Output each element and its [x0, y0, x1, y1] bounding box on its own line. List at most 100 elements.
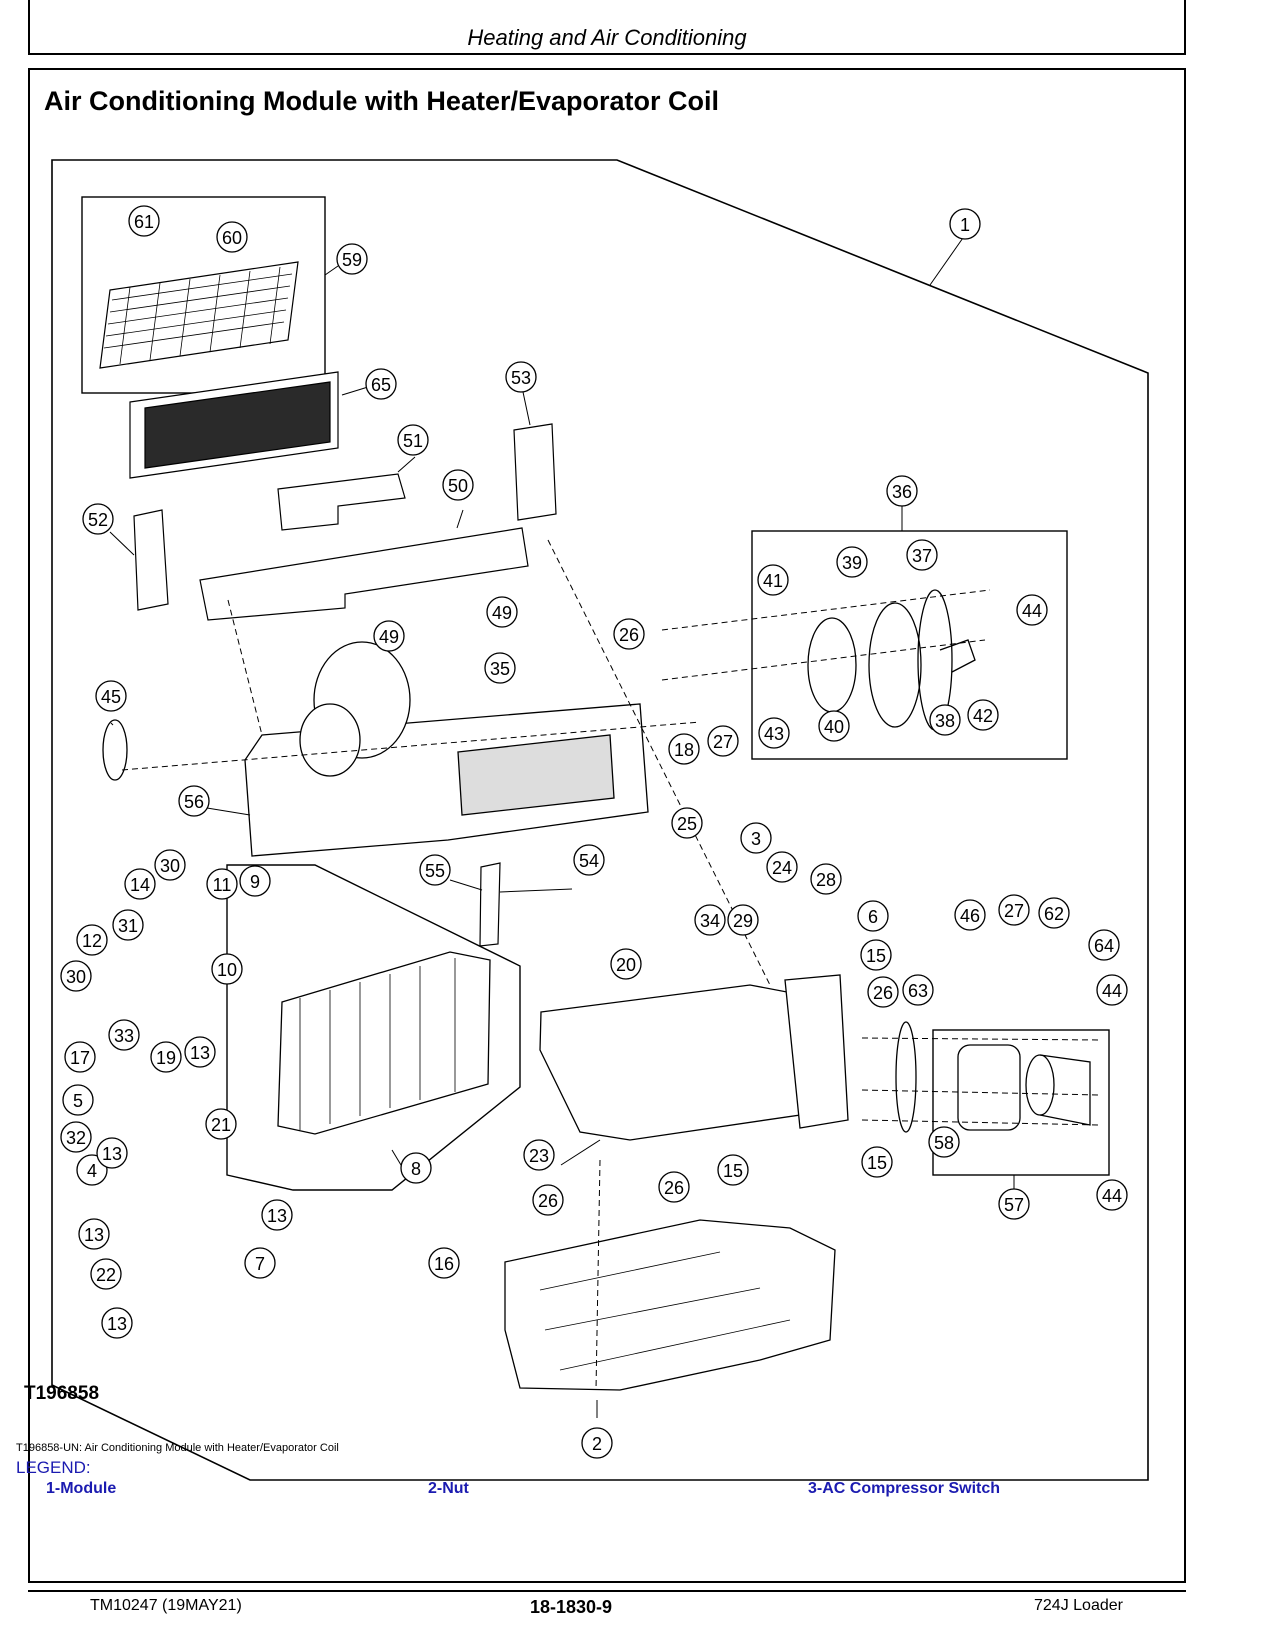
legend-item-ac-compressor-switch[interactable]: 3-AC Compressor Switch: [808, 1480, 1001, 1497]
callout-44b: [1096, 974, 1128, 1006]
blower-motor: [895, 1021, 1091, 1133]
callout-label: 41: [763, 571, 783, 591]
callout-label: 5: [73, 1091, 83, 1111]
callout-1: [949, 208, 981, 240]
callout-36: [886, 475, 918, 507]
legend-label: LEGEND:: [16, 1458, 91, 1477]
callout-label: 58: [934, 1133, 954, 1153]
header-box: Heating and Air Conditioning: [28, 0, 1186, 55]
callout-8: [400, 1152, 432, 1184]
callout-25: [671, 807, 703, 839]
callout-label: 32: [66, 1128, 86, 1148]
callout-label: 36: [892, 482, 912, 502]
callout-label: 42: [973, 706, 993, 726]
callout-label: 50: [448, 476, 468, 496]
callout-51: [397, 424, 429, 456]
callout-11: [206, 868, 238, 900]
callout-label: 23: [529, 1146, 549, 1166]
callout-label: 21: [211, 1115, 231, 1135]
callout-label: 52: [88, 510, 108, 530]
callouts: [60, 205, 1128, 1459]
callout-14: [124, 868, 156, 900]
callout-label: 28: [816, 870, 836, 890]
callout-label: 15: [866, 946, 886, 966]
callout-26c: [532, 1184, 564, 1216]
callout-16: [428, 1247, 460, 1279]
callout-13d: [78, 1218, 110, 1250]
callout-label: 57: [1004, 1195, 1024, 1215]
callout-label: 44: [1022, 601, 1042, 621]
figure-caption: T196858-UN: Air Conditioning Module with…: [16, 1442, 339, 1454]
legend-item-nut[interactable]: 2-Nut: [428, 1480, 469, 1497]
callout-65: [365, 368, 397, 400]
callout-34: [694, 904, 726, 936]
callout-24: [766, 851, 798, 883]
callout-58: [928, 1126, 960, 1158]
callout-18: [668, 733, 700, 765]
callout-33: [108, 1019, 140, 1051]
callout-41: [757, 564, 789, 596]
callout-53: [505, 361, 537, 393]
callout-label: 34: [700, 911, 720, 931]
callout-label: 27: [1004, 901, 1024, 921]
callout-label: 62: [1044, 904, 1064, 924]
callout-label: 10: [217, 960, 237, 980]
callout-49a: [373, 620, 405, 652]
callout-label: 59: [342, 250, 362, 270]
callout-label: 49: [379, 627, 399, 647]
callout-6: [857, 900, 889, 932]
callout-label: 51: [403, 431, 423, 451]
callout-label: 26: [664, 1178, 684, 1198]
callout-15c: [861, 1146, 893, 1178]
callout-54: [573, 844, 605, 876]
callout-31: [112, 909, 144, 941]
callout-label: 27: [713, 732, 733, 752]
foam-seals: [133, 423, 557, 947]
callout-label: 16: [434, 1254, 454, 1274]
callout-49b: [486, 596, 518, 628]
callout-label: 61: [134, 212, 154, 232]
section-title: Heating and Air Conditioning: [467, 25, 747, 50]
callout-59: [336, 243, 368, 275]
callout-57: [998, 1188, 1030, 1220]
footer-model: 724J Loader: [1034, 1597, 1123, 1614]
callout-39: [836, 546, 868, 578]
callout-30a: [154, 849, 186, 881]
callout-label: 6: [868, 907, 878, 927]
callout-label: 18: [674, 740, 694, 760]
callout-26b: [867, 976, 899, 1008]
callout-label: 40: [824, 717, 844, 737]
callout-13a: [184, 1036, 216, 1068]
callout-label: 22: [96, 1265, 116, 1285]
callout-52: [82, 503, 114, 535]
legend-item-module[interactable]: 1-Module: [46, 1480, 117, 1497]
leader-lines: [109, 234, 1015, 1418]
callout-4: [76, 1154, 108, 1186]
callout-label: 37: [912, 546, 932, 566]
callout-label: 4: [87, 1161, 97, 1181]
callout-label: 24: [772, 858, 792, 878]
callout-label: 20: [616, 955, 636, 975]
callout-label: 13: [107, 1314, 127, 1334]
drain-pan: [504, 1219, 836, 1391]
callout-label: 60: [222, 228, 242, 248]
callout-32: [60, 1121, 92, 1153]
callout-label: 7: [255, 1254, 265, 1274]
callout-7: [244, 1247, 276, 1279]
callout-15b: [717, 1154, 749, 1186]
callout-61: [128, 205, 160, 237]
callout-37: [906, 539, 938, 571]
callout-13b: [96, 1137, 128, 1169]
callout-label: 38: [935, 711, 955, 731]
callout-45: [95, 680, 127, 712]
callout-label: 12: [82, 931, 102, 951]
callout-labels: 1 2 3 4 5 6 7 8 9 10 11 12 13 13 13 13 1…: [66, 212, 1122, 1454]
callout-22: [90, 1258, 122, 1290]
callout-label: 13: [102, 1144, 122, 1164]
callout-label: 55: [425, 861, 445, 881]
callout-label: 46: [960, 906, 980, 926]
callout-64: [1088, 929, 1120, 961]
filter-grille: [99, 261, 299, 369]
callout-label: 44: [1102, 1186, 1122, 1206]
